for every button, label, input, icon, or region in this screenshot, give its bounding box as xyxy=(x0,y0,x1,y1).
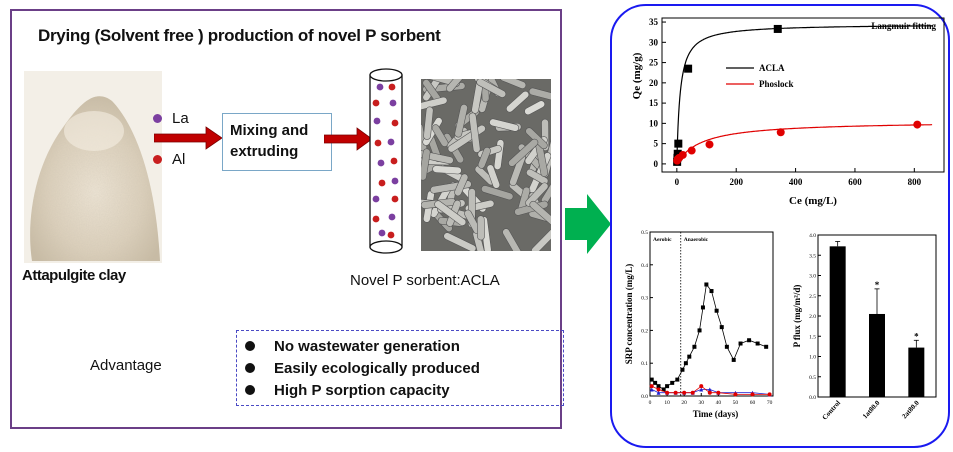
results-panel xyxy=(610,4,950,448)
mixing-extruding-box: Mixing and extruding xyxy=(222,113,332,171)
pellet xyxy=(432,165,462,175)
pellet xyxy=(508,138,539,167)
pellet xyxy=(476,79,507,98)
pellet xyxy=(529,200,551,232)
advantage-text: High P sorption capacity xyxy=(274,381,450,399)
process-label-line1: Mixing and xyxy=(230,122,309,139)
pellet xyxy=(499,79,527,89)
pellet xyxy=(502,228,525,251)
advantage-label: Advantage xyxy=(90,357,162,374)
pellet xyxy=(524,100,546,116)
process-label-line2: extruding xyxy=(230,143,299,160)
legend-al: Al xyxy=(153,151,185,168)
pellet xyxy=(431,124,449,147)
advantage-text: Easily ecologically produced xyxy=(274,359,480,377)
panel-title: Drying (Solvent free ) production of nov… xyxy=(38,26,441,45)
process-panel: Drying (Solvent free ) production of nov… xyxy=(10,9,564,429)
pellet xyxy=(421,148,431,181)
pellet xyxy=(528,87,551,102)
arrow-right-icon xyxy=(154,126,223,150)
pellet xyxy=(477,147,491,169)
arrow-right-icon xyxy=(324,127,373,151)
attapulgite-clay-image xyxy=(24,71,162,263)
legend-al-label: Al xyxy=(172,151,186,168)
pellet xyxy=(434,200,467,226)
sorbent-caption: Novel P sorbent:ACLA xyxy=(350,272,500,289)
pellet xyxy=(531,222,551,251)
advantage-item: Easily ecologically produced xyxy=(245,357,563,379)
pellet xyxy=(489,118,520,132)
advantage-item: No wastewater generation xyxy=(245,335,563,357)
legend-la-label: La xyxy=(172,110,189,127)
pellet xyxy=(526,168,549,185)
big-arrow-right-icon xyxy=(565,194,611,254)
legend-la: La xyxy=(153,110,189,127)
advantages-box: No wastewater generation Easily ecologic… xyxy=(236,330,564,406)
pellet xyxy=(454,104,468,138)
advantage-item: High P sorption capacity xyxy=(245,379,563,401)
pellet xyxy=(506,90,530,113)
clay-caption: Attapulgite clay xyxy=(22,267,126,284)
pellet xyxy=(486,164,501,189)
pellet xyxy=(525,182,549,207)
advantage-text: No wastewater generation xyxy=(274,337,460,355)
acla-pellets-image xyxy=(421,79,551,251)
bullet-icon xyxy=(245,385,255,395)
pellet xyxy=(423,106,434,140)
al-dot-icon xyxy=(153,155,162,164)
la-dot-icon xyxy=(153,114,162,123)
sorbent-column-icon xyxy=(369,68,403,254)
pellet xyxy=(421,96,448,110)
pellet xyxy=(443,232,477,251)
pellet xyxy=(468,112,481,153)
pellet xyxy=(454,173,469,197)
pellet xyxy=(446,79,470,93)
bullet-icon xyxy=(245,341,255,351)
bullet-icon xyxy=(245,363,255,373)
pellet xyxy=(481,185,514,201)
pellet xyxy=(476,215,485,241)
